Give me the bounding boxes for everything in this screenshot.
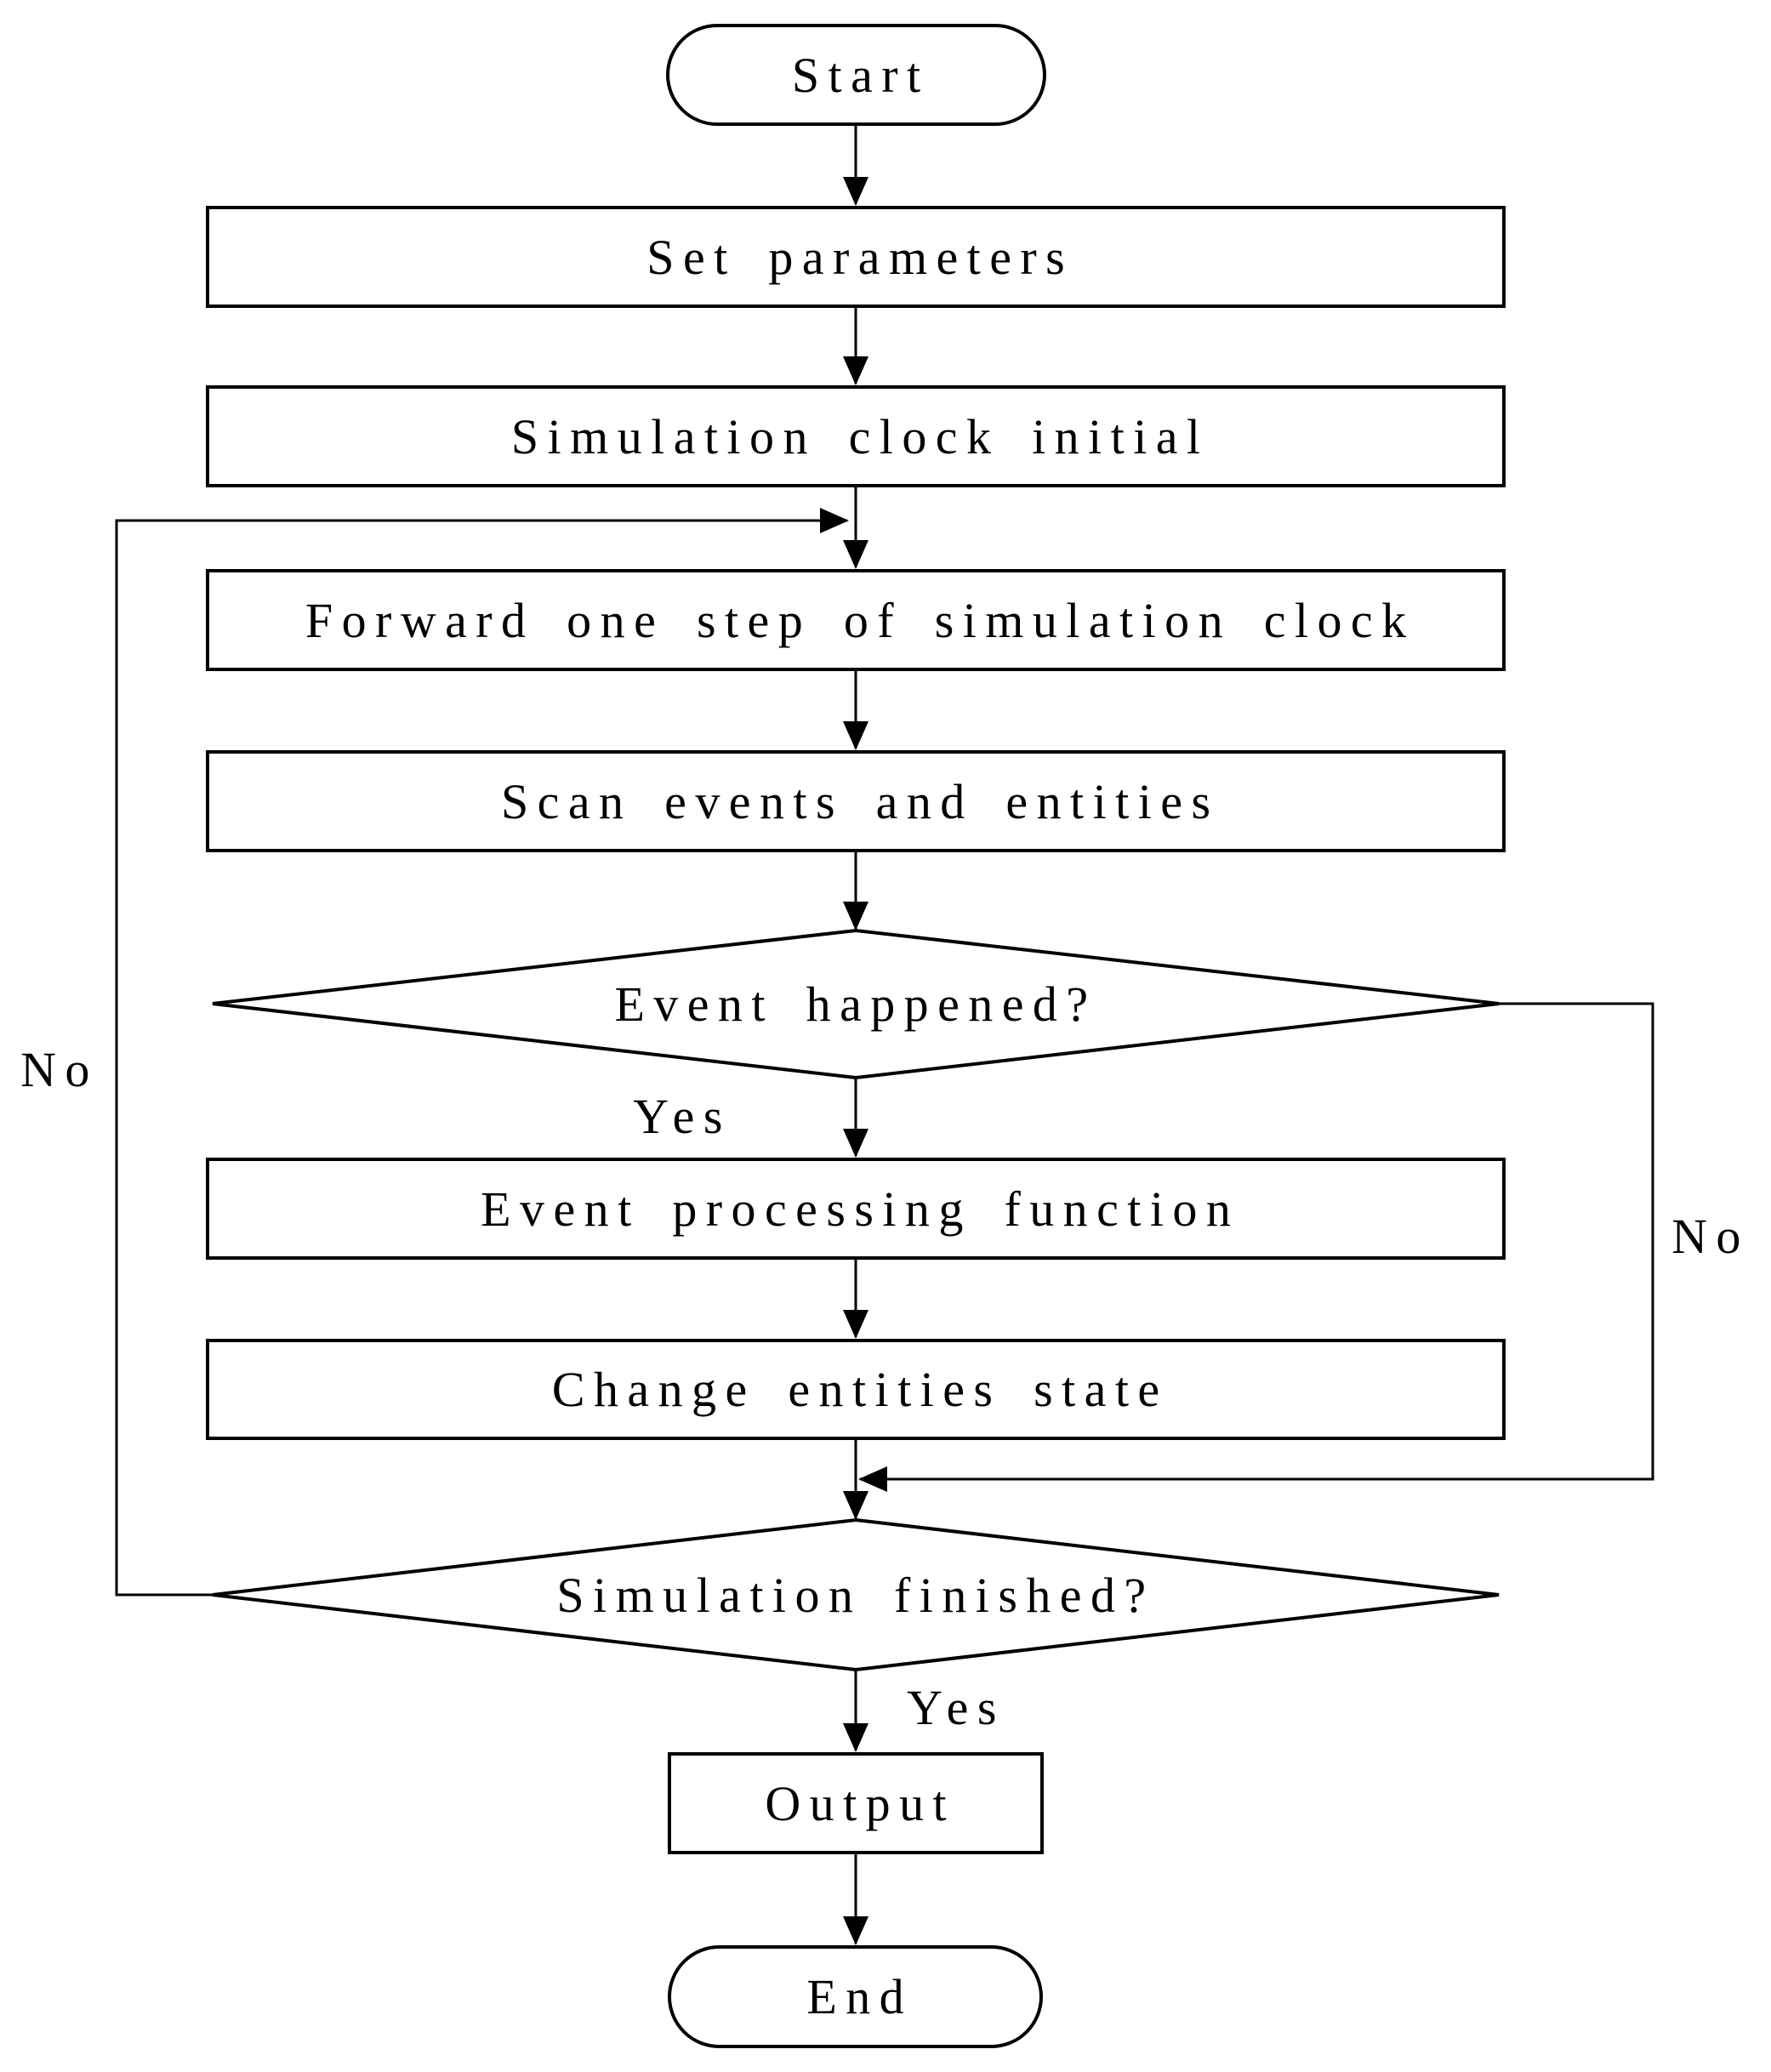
node-start-label: Start [791,47,930,103]
node-set-parameters: Set parameters [206,206,1506,308]
decision-event-happened-shape [212,928,1500,1080]
node-event-processing: Event processing function [206,1158,1506,1260]
edge-sim-finished-no-loop [115,519,847,1597]
arrowhead-down-icon [843,721,868,750]
node-event-happened-label: Event happened? [614,976,1097,1032]
arrowhead-right-icon [820,508,849,533]
edge-label-sim-finished-yes: Yes [907,1679,1005,1735]
node-sim-clock-initial-label: Simulation clock initial [510,408,1210,464]
decision-sim-finished-shape [212,1517,1500,1672]
node-change-entities: Change entities state [206,1339,1506,1440]
node-event-happened: Event happened? [550,976,1162,1032]
arrowhead-down-icon [843,1723,868,1752]
arrowhead-down-icon [843,177,868,206]
arrowhead-down-icon [843,356,868,385]
node-output: Output [668,1752,1044,1854]
node-output-label: Output [765,1775,956,1831]
node-end: End [668,1945,1043,2048]
arrowhead-down-icon [843,1916,868,1945]
arrowhead-down-icon [843,902,868,931]
node-sim-clock-initial: Simulation clock initial [206,385,1506,487]
arrowhead-down-icon [843,1310,868,1339]
node-sim-finished: Simulation finished? [550,1567,1162,1623]
node-sim-finished-label: Simulation finished? [556,1567,1155,1623]
node-end-label: End [806,1969,914,2024]
node-forward-step: Forward one step of simulation clock [206,569,1506,671]
arrowhead-down-icon [843,1129,868,1158]
node-change-entities-label: Change entities state [551,1362,1169,1417]
arrowhead-down-icon [843,1491,868,1520]
edge-label-sim-finished-no: No [20,1041,99,1097]
node-event-processing-label: Event processing function [481,1181,1240,1237]
edge-label-event-happened-no: No [1671,1208,1750,1264]
node-set-parameters-label: Set parameters [646,229,1074,285]
node-scan-events: Scan events and entities [206,750,1506,852]
node-forward-step-label: Forward one step of simulation clock [305,592,1415,648]
arrowhead-left-icon [858,1466,887,1492]
edge-label-event-happened-yes: Yes [633,1088,732,1144]
arrowhead-down-icon [843,540,868,569]
node-scan-events-label: Scan events and entities [500,773,1220,829]
edge-event-happened-no-loop [860,1002,1654,1481]
node-start: Start [666,24,1046,126]
